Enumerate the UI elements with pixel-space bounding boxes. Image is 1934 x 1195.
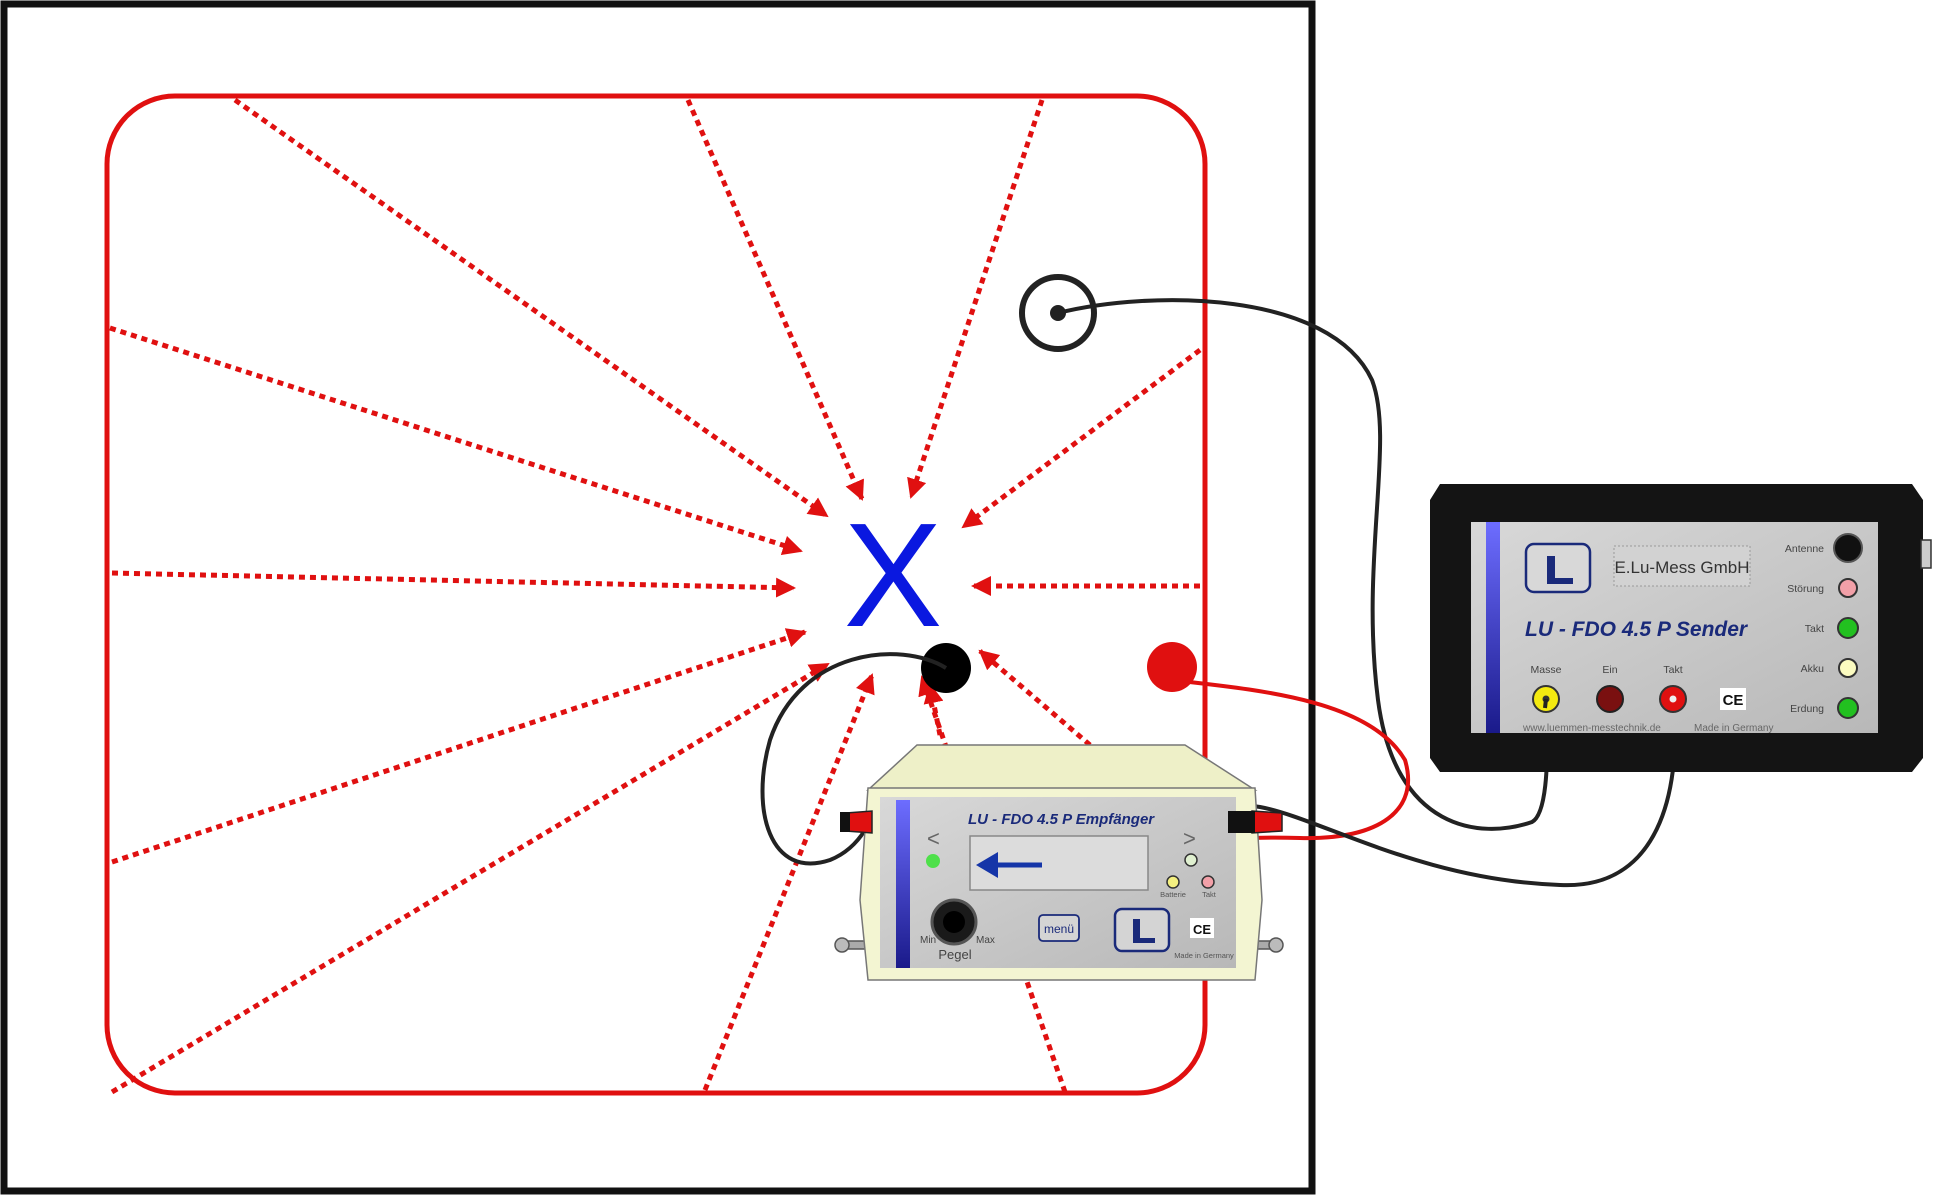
receiver-left-plug-cap <box>840 812 850 832</box>
signal-arrow <box>702 673 875 1091</box>
receiver-made-in: Made in Germany <box>1174 951 1234 960</box>
socket-label-masse: Masse <box>1531 664 1562 676</box>
receiver-unit: LU - FDO 4.5 P Empfänger < > Batterie Ta… <box>834 744 1284 981</box>
sender-company: E.Lu-Mess GmbH <box>1614 558 1749 577</box>
building-outline <box>0 0 1316 1195</box>
antenna-cable-end <box>1543 698 1548 709</box>
receiver-nav-right[interactable]: > <box>1183 826 1196 851</box>
receiver-right-plug <box>1251 810 1283 834</box>
receiver-logo-button[interactable] <box>1113 907 1171 953</box>
pegel-max-label: Max <box>976 935 995 946</box>
indicator-label-antenne: Antenne <box>1785 543 1824 555</box>
receiver-menu-button[interactable] <box>1038 914 1080 942</box>
socket-label-takt: Takt <box>1663 664 1682 676</box>
receiver-case-top <box>866 744 1258 791</box>
signal-arrow <box>109 325 803 555</box>
receiver-takt-label: Takt <box>1202 890 1217 899</box>
antenna-cable <box>1057 298 1549 831</box>
indicator-label-akku: Akku <box>1801 663 1825 675</box>
receiver-batterie-led <box>1166 875 1180 889</box>
receiver-nav-left[interactable]: < <box>927 826 940 851</box>
indicator-takt-led <box>1837 617 1859 639</box>
receiver-left-handle-knob <box>834 937 850 953</box>
sender-indicators: Antenne Störung Takt Akku Erdung <box>1785 533 1863 719</box>
receiver-ce-mark: CE <box>1193 922 1211 937</box>
sender-company-plate <box>1613 545 1751 587</box>
heating-loop-outline <box>104 93 1208 1096</box>
signal-arrow <box>110 661 830 1095</box>
leak-marker: X <box>844 493 943 658</box>
sender-made-in: Made in Germany <box>1694 723 1773 734</box>
indicator-label-takt: Takt <box>1805 623 1824 635</box>
receiver-ce-plate <box>1190 918 1214 938</box>
receiver-status-led <box>926 854 940 868</box>
indicator-label-stoerung: Störung <box>1787 583 1824 595</box>
signal-arrow <box>111 628 807 865</box>
red-contact-point <box>1147 642 1197 692</box>
signal-arrow <box>233 97 829 519</box>
receiver-probe-cable <box>760 652 948 866</box>
receiver-right-plug-cap <box>1228 811 1255 833</box>
receiver-aux-led <box>1184 853 1198 867</box>
receiver-batterie-label: Batterie <box>1160 890 1186 899</box>
signal-arrow <box>961 347 1202 530</box>
receiver-logo-icon <box>1133 919 1155 943</box>
indicator-label-erdung: Erdung <box>1790 703 1824 715</box>
receiver-title: LU - FDO 4.5 P Empfänger <box>968 811 1155 828</box>
socket-label-ein: Ein <box>1602 664 1617 676</box>
receiver-blue-strip <box>896 800 910 968</box>
indicator-akku-led <box>1838 658 1858 678</box>
pegel-knob-cap <box>943 911 965 933</box>
sender-website: www.luemmen-messtechnik.de <box>1522 723 1661 734</box>
sender-title: LU - FDO 4.5 P Sender <box>1525 618 1749 641</box>
sender-ce-mark: CE <box>1723 692 1744 709</box>
socket-ein-button[interactable] <box>1596 685 1624 713</box>
signal-arrow <box>111 570 796 598</box>
indicator-erdung-led <box>1837 697 1859 719</box>
sender-side-connector <box>1920 539 1932 569</box>
receiver-takt-led <box>1201 875 1215 889</box>
signal-arrows <box>109 97 1202 1095</box>
sender-unit: E.Lu-Mess GmbH LU - FDO 4.5 P Sender Ant… <box>1430 484 1932 772</box>
signal-arrow <box>907 99 1045 499</box>
signal-arrow <box>923 683 944 736</box>
sender-blue-strip <box>1486 522 1500 733</box>
sender-ce-plate <box>1720 688 1746 710</box>
receiver-right-handle-knob <box>1268 937 1284 953</box>
pegel-min-label: Min <box>920 935 936 946</box>
pegel-label: Pegel <box>938 947 971 962</box>
sender-logo-icon <box>1547 556 1573 584</box>
receiver-menu-label: menü <box>1044 922 1074 936</box>
red-feed-cable <box>1171 678 1411 841</box>
indicator-antenne-socket[interactable] <box>1833 533 1863 563</box>
direction-arrow-left-icon <box>976 852 1042 878</box>
indicator-stoerung-led <box>1838 578 1858 598</box>
socket-takt-center <box>1669 695 1677 703</box>
sender-logo-button[interactable] <box>1524 542 1592 594</box>
signal-arrow <box>978 649 1092 747</box>
